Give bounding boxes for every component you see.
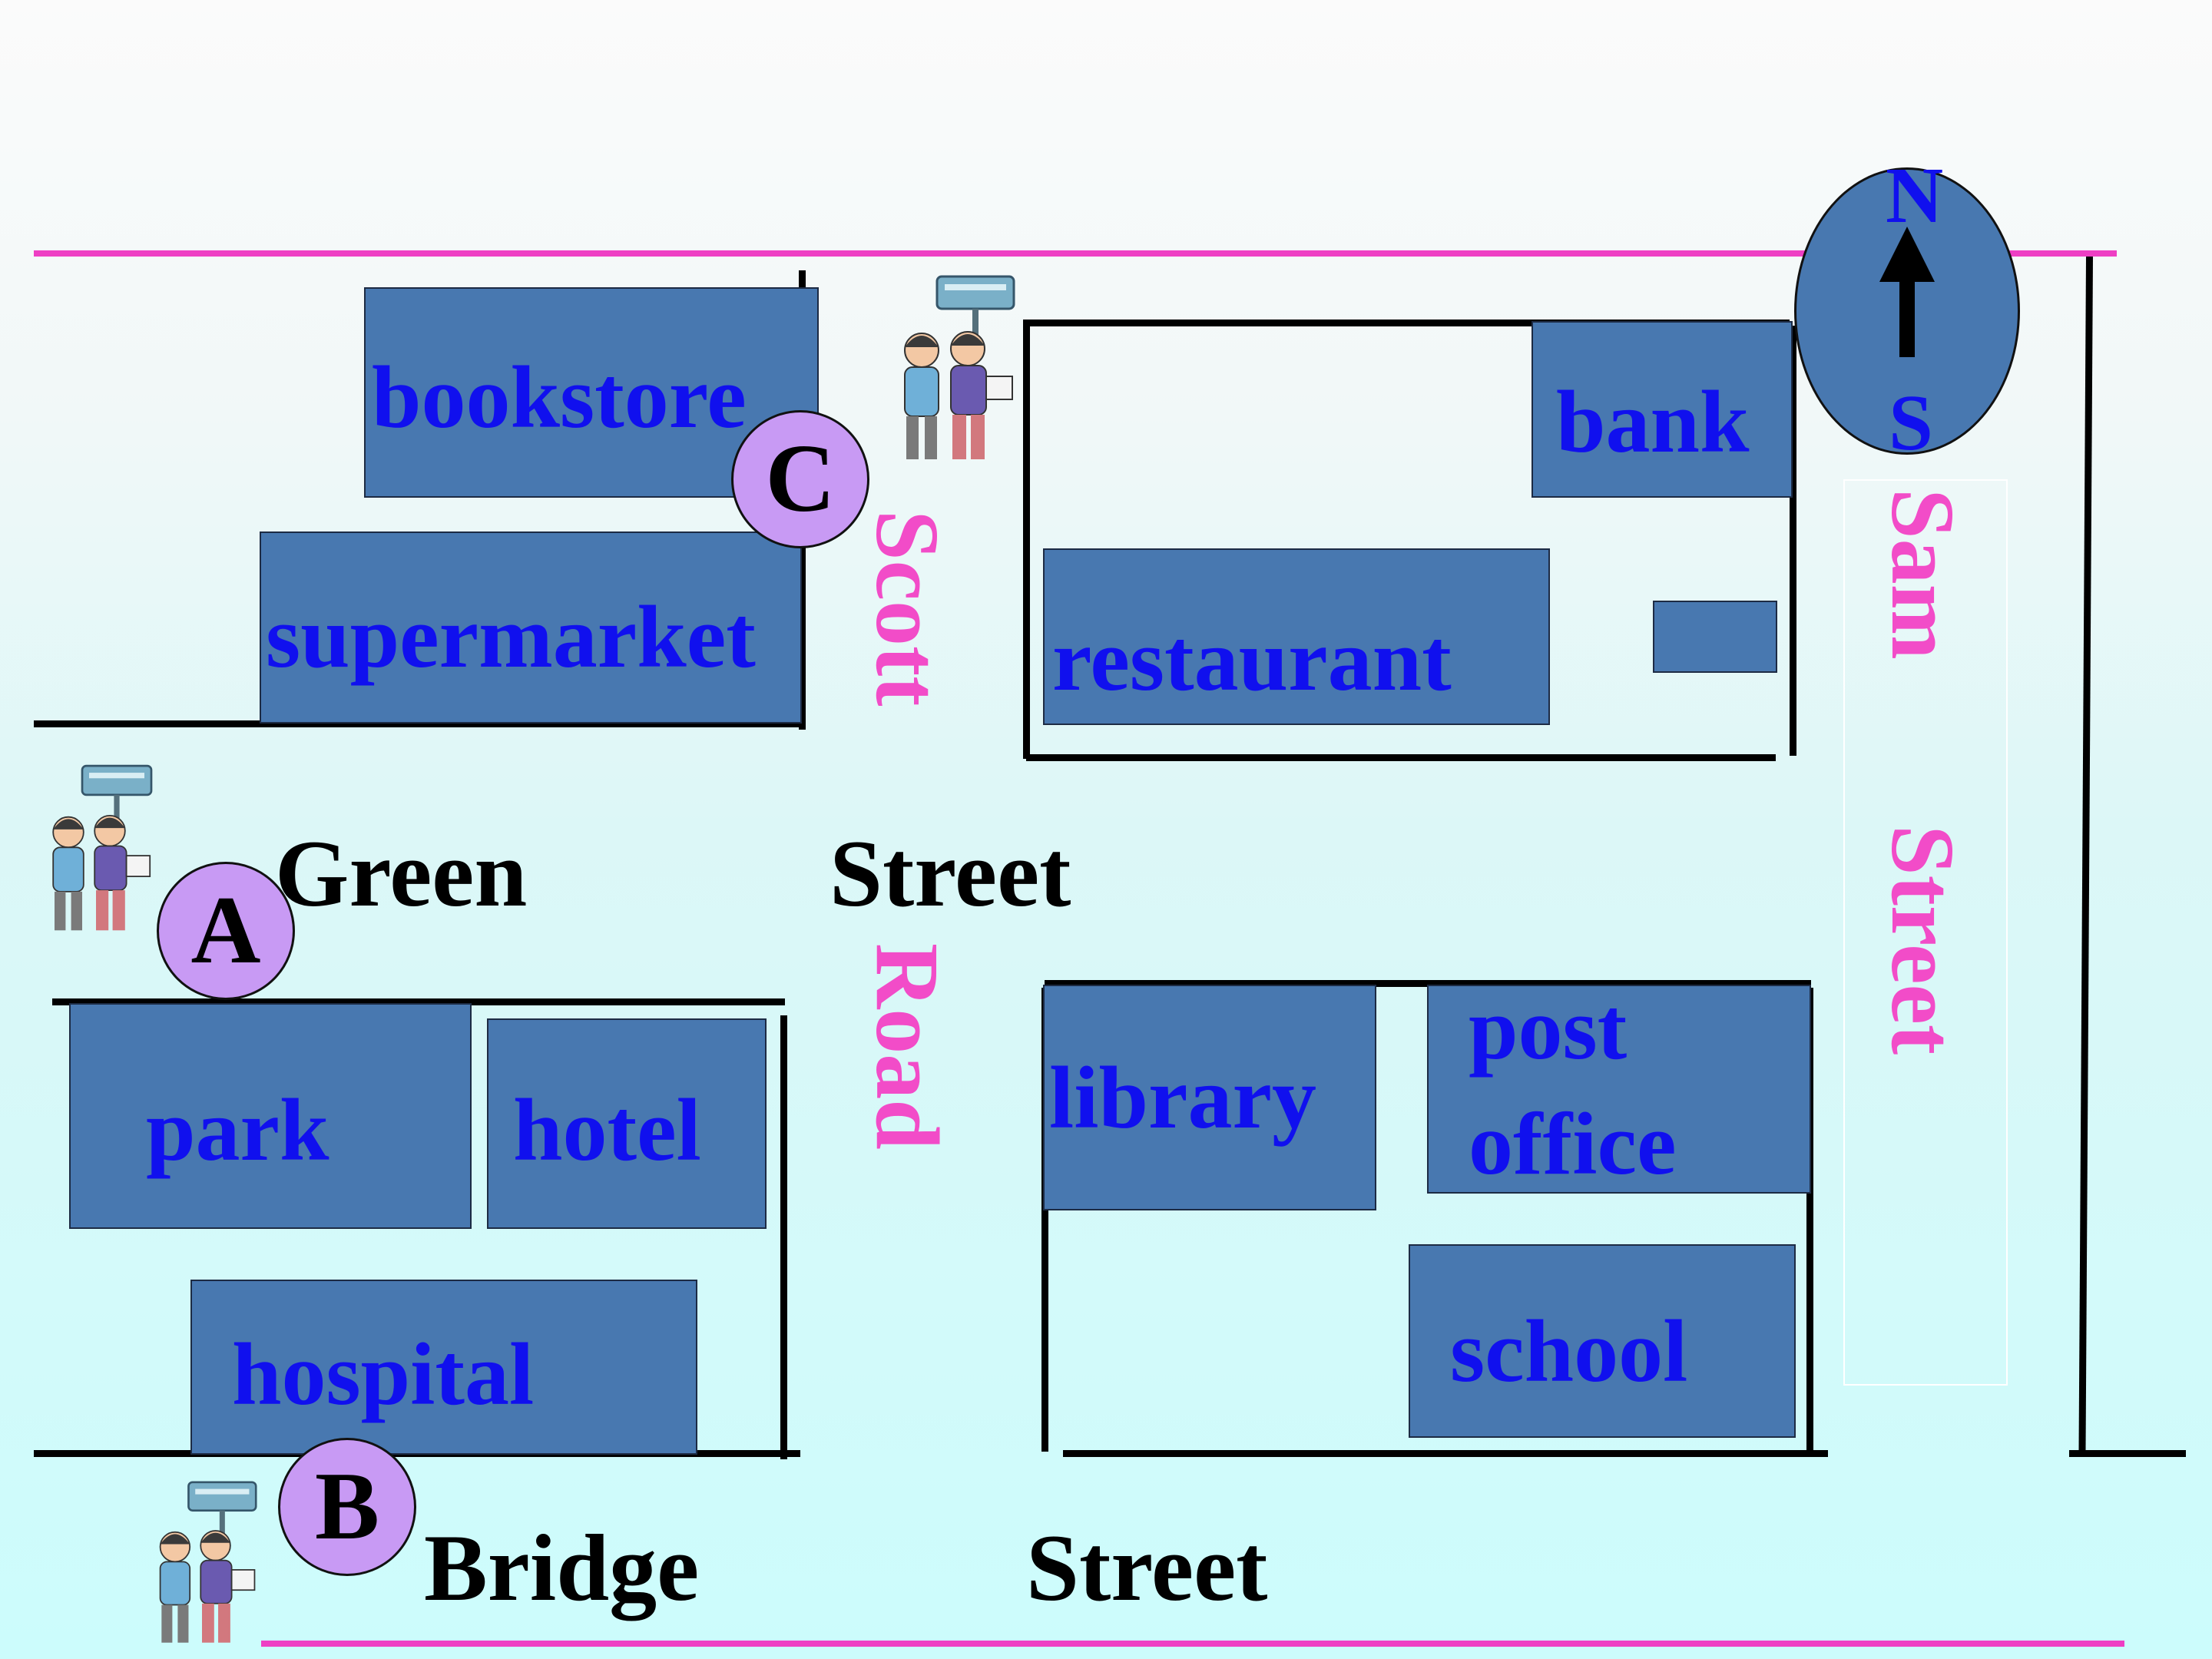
block-edge	[2078, 257, 2093, 1455]
block-edge	[1045, 980, 1811, 987]
compass-south-label: S	[1889, 379, 1933, 467]
green-street-label-2: Street	[830, 821, 1071, 926]
post-office-label-line2: office	[1469, 1095, 1677, 1194]
block-edge	[2069, 1450, 2186, 1457]
post-office-label-line1: post	[1469, 980, 1628, 1078]
restaurant-building	[1043, 548, 1550, 725]
hospital-label: hospital	[232, 1326, 535, 1424]
block-edge	[1806, 988, 1813, 1452]
south-road-edge	[261, 1641, 2124, 1647]
hospital-building	[190, 1280, 697, 1455]
green-street-label-1: Green	[275, 821, 528, 926]
block-edge	[1026, 754, 1776, 761]
library-label: library	[1049, 1049, 1316, 1147]
scott-road-label-1: Scott	[857, 510, 958, 707]
sam-street-label-1: Sam	[1873, 488, 1973, 660]
park-label: park	[146, 1081, 329, 1180]
block-edge	[1023, 320, 1030, 759]
marker-a[interactable]: A	[157, 862, 295, 1000]
restaurant-label: restaurant	[1052, 611, 1452, 710]
small-building	[1653, 601, 1777, 673]
hotel-building	[487, 1018, 767, 1229]
block-edge	[1041, 988, 1048, 1452]
compass-north-label: N	[1886, 151, 1944, 240]
park-building	[69, 1003, 472, 1229]
two-kids-with-map-icon	[52, 764, 153, 931]
two-kids-with-map-icon	[159, 1481, 257, 1643]
block-edge	[52, 998, 785, 1005]
block-edge	[34, 720, 803, 727]
supermarket-building	[260, 531, 802, 724]
compass: N S	[1794, 156, 2020, 463]
supermarket-label: supermarket	[266, 588, 756, 687]
block-edge	[1026, 320, 1790, 326]
sam-street-label-2: Street	[1873, 825, 1973, 1055]
post-office-building	[1427, 985, 1811, 1194]
marker-b[interactable]: B	[278, 1438, 416, 1576]
block-edge	[1790, 326, 1796, 756]
north-arrow-icon	[1879, 227, 1935, 357]
block-edge	[1063, 1450, 1828, 1457]
bank-label: bank	[1556, 373, 1750, 472]
bridge-street-label-2: Street	[1026, 1515, 1268, 1621]
north-road-edge	[34, 250, 2117, 257]
bridge-street-label-1: Bridge	[424, 1515, 700, 1621]
scott-road-label-2: Road	[857, 943, 958, 1150]
sam-street-lane	[1843, 479, 2008, 1386]
bookstore-label: bookstore	[372, 349, 747, 447]
school-label: school	[1450, 1303, 1688, 1401]
two-kids-with-map-icon	[904, 275, 1015, 459]
library-building	[1043, 985, 1376, 1210]
block-edge	[780, 1015, 787, 1459]
marker-c[interactable]: C	[731, 410, 869, 548]
bank-building	[1532, 321, 1793, 498]
school-building	[1409, 1244, 1796, 1438]
hotel-label: hotel	[513, 1081, 701, 1180]
